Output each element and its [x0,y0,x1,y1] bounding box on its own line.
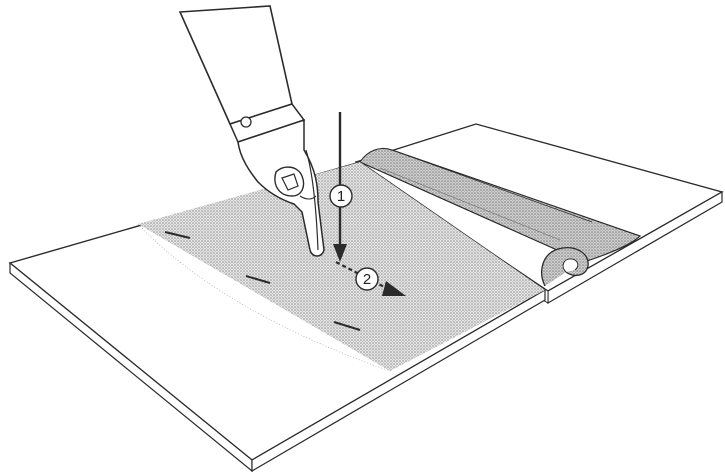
membrane-roll [358,147,642,287]
callout-step-1-label: 1 [337,188,345,205]
pressing-hand-icon [178,5,325,257]
callout-step-2-label: 2 [363,271,371,288]
arrow-down-icon [333,112,347,262]
arrow-right-icon [335,261,406,296]
callout-step-1: 1 [329,184,353,208]
membrane-strip [137,162,545,372]
callout-step-2: 2 [355,267,379,291]
